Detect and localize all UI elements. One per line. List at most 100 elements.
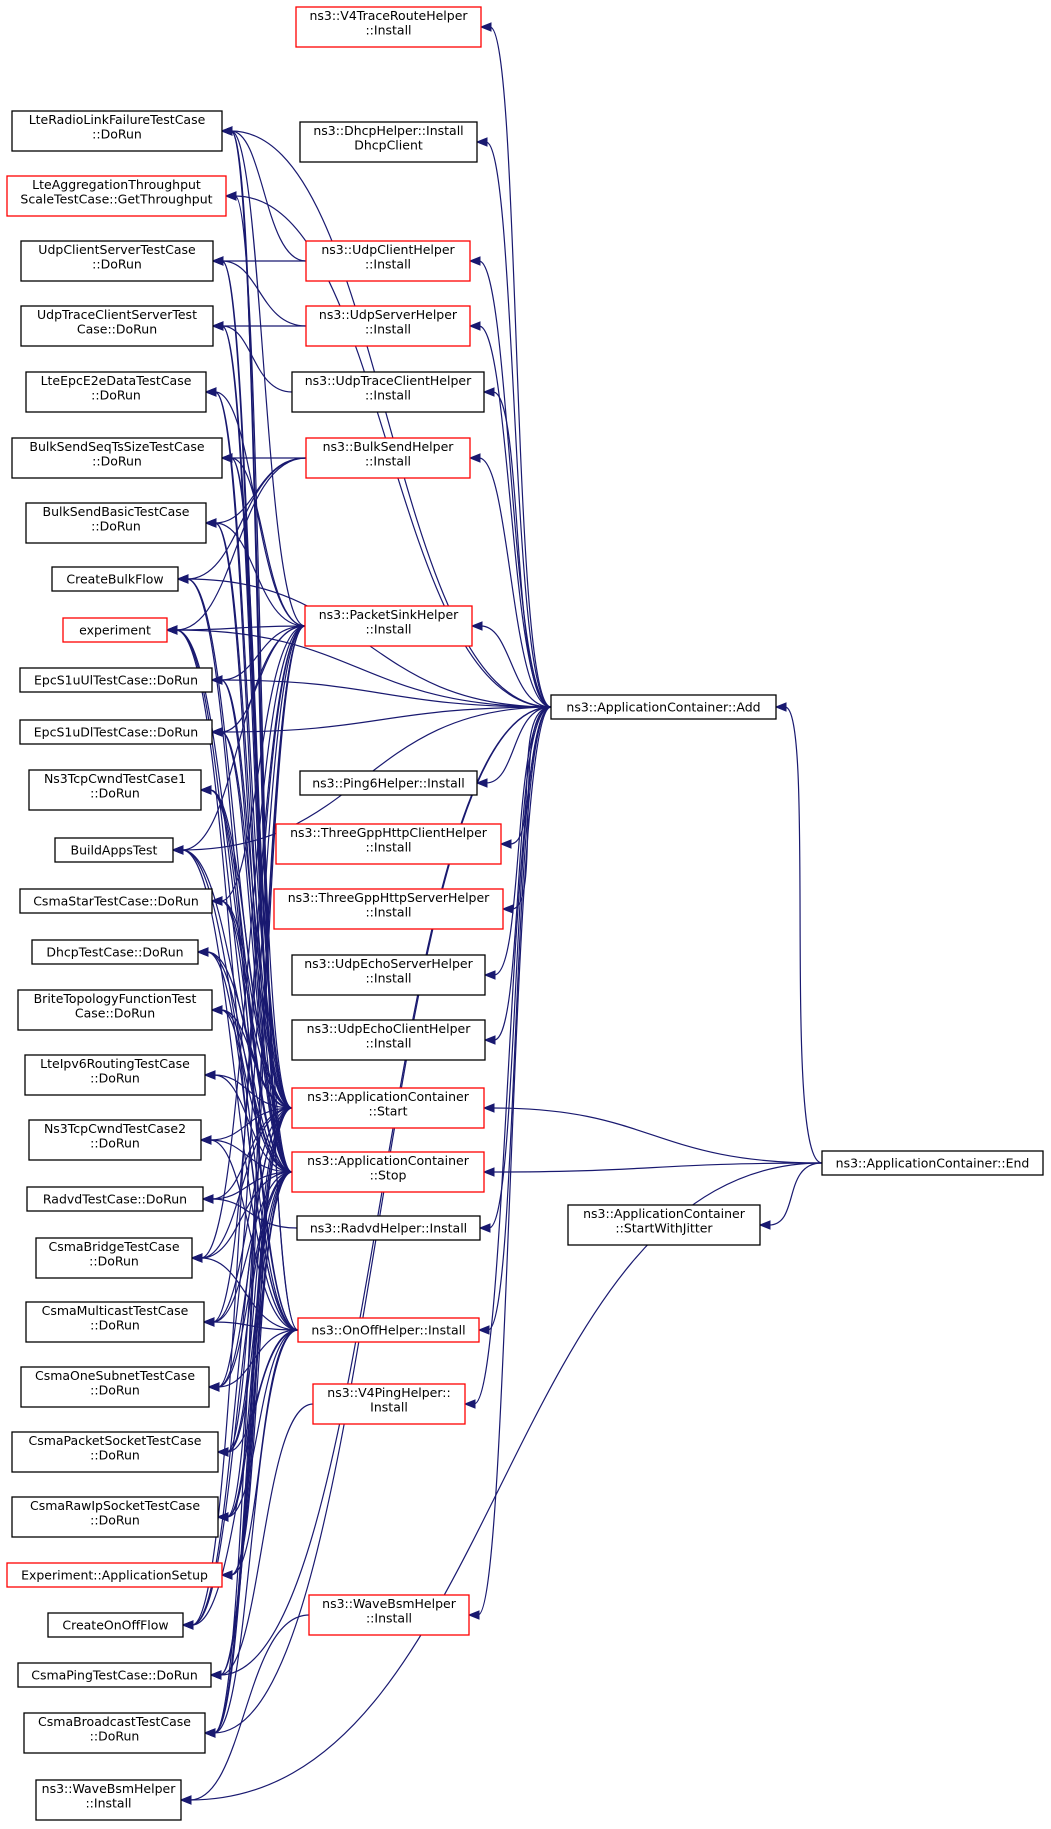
- node-epcdl[interactable]: EpcS1uDlTestCase::DoRun: [19, 719, 213, 745]
- node-lteipv6[interactable]: LteIpv6RoutingTestCase::DoRun: [24, 1054, 206, 1096]
- node-label: ns3::UdpClientHelper: [321, 242, 455, 257]
- call-edge: [207, 1329, 299, 1392]
- node-add[interactable]: ns3::ApplicationContainer::Add: [550, 694, 777, 720]
- arrowhead: [220, 126, 233, 136]
- node-start[interactable]: ns3::ApplicationContainer::Start: [291, 1087, 485, 1129]
- node-radvdtest[interactable]: RadvdTestCase::DoRun: [26, 1186, 204, 1212]
- node-label: ::DoRun: [90, 1071, 140, 1086]
- node-bulkseq[interactable]: BulkSendSeqTsSizeTestCase::DoRun: [11, 437, 223, 479]
- node-createbulk[interactable]: CreateBulkFlow: [51, 566, 179, 592]
- node-createonoff[interactable]: CreateOnOffFlow: [47, 1612, 184, 1638]
- node-label: ScaleTestCase::GetThroughput: [20, 192, 212, 207]
- node-echoclient[interactable]: ns3::UdpEchoClientHelper::Install: [291, 1019, 486, 1061]
- node-v4ping[interactable]: ns3::V4PingHelper::Install: [312, 1383, 466, 1425]
- call-edge: [210, 1005, 299, 1331]
- node-label: CsmaStarTestCase::DoRun: [33, 894, 199, 909]
- node-label: CsmaBridgeTestCase: [48, 1239, 179, 1254]
- node-udpserver[interactable]: ns3::UdpServerHelper::Install: [305, 305, 471, 347]
- node-label: ns3::V4PingHelper::: [327, 1385, 450, 1400]
- arrowhead: [171, 845, 184, 855]
- node-lteagg[interactable]: LteAggregationThroughputScaleTestCase::G…: [6, 175, 227, 217]
- node-csmamulti[interactable]: CsmaMulticastTestCase::DoRun: [25, 1301, 205, 1343]
- node-csmaone[interactable]: CsmaOneSubnetTestCase::DoRun: [20, 1366, 210, 1408]
- arrowhead: [758, 1220, 771, 1230]
- call-edge: [204, 518, 293, 1173]
- call-edge: [179, 1162, 823, 1805]
- node-udptrace[interactable]: ns3::UdpTraceClientHelper::Install: [291, 371, 485, 413]
- arrowhead: [482, 1167, 495, 1177]
- node-csmaraw[interactable]: CsmaRawIpSocketTestCase::DoRun: [11, 1496, 219, 1538]
- call-edge: [758, 1162, 823, 1230]
- node-label: CreateOnOffFlow: [62, 1618, 168, 1633]
- node-lteepc[interactable]: LteEpcE2eDataTestCase::DoRun: [25, 371, 207, 413]
- node-label: ::Start: [369, 1104, 408, 1119]
- node-ping6[interactable]: ns3::Ping6Helper::Install: [299, 770, 478, 796]
- node-label: ns3::UdpEchoClientHelper: [307, 1021, 472, 1036]
- node-box: [47, 1612, 184, 1638]
- arrowhead: [210, 727, 223, 737]
- arrowhead: [204, 518, 217, 528]
- node-csmapacket[interactable]: CsmaPacketSocketTestCase::DoRun: [11, 1431, 219, 1473]
- node-csmabridge[interactable]: CsmaBridgeTestCase::DoRun: [35, 1237, 193, 1279]
- node-wavebsm1[interactable]: ns3::WaveBsmHelper::Install: [308, 1594, 470, 1636]
- node-expapp[interactable]: Experiment::ApplicationSetup: [6, 1562, 223, 1588]
- arrowhead: [199, 1135, 212, 1145]
- node-radvd[interactable]: ns3::RadvdHelper::Install: [296, 1215, 481, 1241]
- node-box: [821, 1150, 1044, 1176]
- node-csmastar[interactable]: CsmaStarTestCase::DoRun: [19, 888, 213, 914]
- node-end[interactable]: ns3::ApplicationContainer::End: [821, 1150, 1044, 1176]
- node-label: ::DoRun: [90, 1136, 140, 1151]
- call-edge: [209, 1403, 314, 1680]
- call-edge: [483, 706, 552, 1045]
- node-experiment[interactable]: experiment: [62, 617, 168, 643]
- node-label: ns3::UdpTraceClientHelper: [305, 373, 472, 388]
- node-bulkbasic[interactable]: BulkSendBasicTestCase::DoRun: [25, 502, 207, 544]
- node-udpcs[interactable]: UdpClientServerTestCase::DoRun: [20, 240, 214, 282]
- node-label: BriteTopologyFunctionTest: [34, 991, 197, 1006]
- node-v4trace[interactable]: ns3::V4TraceRouteHelper::Install: [295, 6, 482, 48]
- node-box: [20, 240, 214, 282]
- node-tcp1[interactable]: Ns3TcpCwndTestCase1::DoRun: [28, 769, 202, 811]
- node-lterlf[interactable]: LteRadioLinkFailureTestCase::DoRun: [11, 110, 223, 152]
- node-dhcptest[interactable]: DhcpTestCase::DoRun: [31, 939, 199, 965]
- node-tcp2[interactable]: Ns3TcpCwndTestCase2::DoRun: [28, 1119, 202, 1161]
- node-buildapps[interactable]: BuildAppsTest: [54, 837, 174, 863]
- arrowhead: [211, 321, 224, 331]
- call-edge: [482, 1162, 823, 1177]
- node-onoff[interactable]: ns3::OnOffHelper::Install: [297, 1317, 480, 1343]
- node-label: ::Install: [365, 1036, 411, 1051]
- node-label: LteEpcE2eDataTestCase: [41, 373, 192, 388]
- node-label: EpcS1uUlTestCase::DoRun: [34, 673, 198, 688]
- node-stop[interactable]: ns3::ApplicationContainer::Stop: [291, 1151, 485, 1193]
- node-label: ::DoRun: [90, 786, 140, 801]
- node-box: [11, 437, 223, 479]
- node-box: [62, 617, 168, 643]
- arrowhead: [224, 191, 237, 201]
- arrowhead: [467, 1610, 480, 1620]
- call-edge: [210, 675, 293, 1173]
- call-edge: [224, 191, 299, 1331]
- node-box: [17, 1662, 212, 1688]
- node-echoserver[interactable]: ns3::UdpEchoServerHelper::Install: [291, 954, 486, 996]
- node-bulksend[interactable]: ns3::BulkSendHelper::Install: [305, 437, 471, 479]
- node-label: DhcpTestCase::DoRun: [46, 945, 183, 960]
- node-label: CsmaMulticastTestCase: [42, 1303, 189, 1318]
- node-csmaping[interactable]: CsmaPingTestCase::DoRun: [17, 1662, 212, 1688]
- node-packetsink[interactable]: ns3::PacketSinkHelper::Install: [304, 605, 473, 647]
- call-edge: [203, 1329, 299, 1738]
- node-box: [24, 1054, 206, 1096]
- node-jitter[interactable]: ns3::ApplicationContainer::StartWithJitt…: [567, 1204, 761, 1246]
- node-label: ::DoRun: [90, 1448, 140, 1463]
- node-csmabcast[interactable]: CsmaBroadcastTestCase::DoRun: [23, 1712, 206, 1754]
- node-httpserver[interactable]: ns3::ThreeGppHttpServerHelper::Install: [273, 888, 504, 930]
- node-epcul[interactable]: EpcS1uUlTestCase::DoRun: [19, 667, 213, 693]
- call-edge: [210, 675, 552, 708]
- node-box: [51, 566, 179, 592]
- node-box: [25, 1301, 205, 1343]
- node-udpclient[interactable]: ns3::UdpClientHelper::Install: [305, 240, 471, 282]
- node-httpclient[interactable]: ns3::ThreeGppHttpClientHelper::Install: [275, 823, 502, 865]
- node-wavebsm2[interactable]: ns3::WaveBsmHelper::Install: [35, 1779, 182, 1821]
